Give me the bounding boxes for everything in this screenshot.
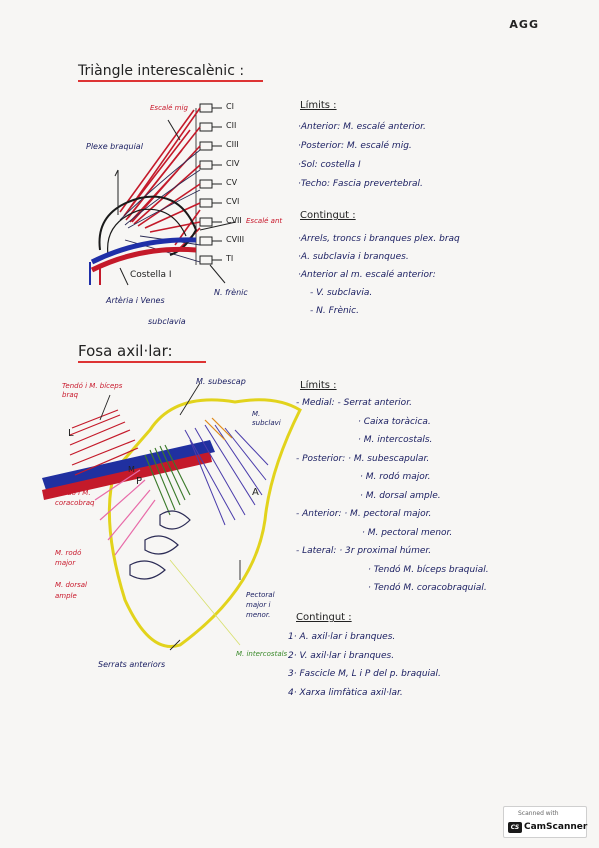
label-rodo-major: M. rodó major	[55, 549, 82, 567]
author-initials: AGG	[509, 18, 539, 31]
content-item: 4· Xarxa limfàtica axil·lar.	[288, 687, 403, 698]
label-subescap: M. subescap	[196, 377, 246, 386]
badge-brand: CamScanner	[524, 822, 588, 832]
content-item: ·Anterior al m. escalé anterior:	[298, 270, 436, 280]
limit-item: - Anterior: · M. pectoral major.	[296, 509, 432, 519]
limit-item: - Lateral: · 3r proximal húmer.	[296, 546, 432, 556]
camscanner-badge: Scanned with CS CamScanner	[503, 806, 587, 838]
content-item: ·A. subclavia i branques.	[298, 252, 409, 262]
label-subclavi: M. subclavi	[252, 410, 281, 427]
content-item: 2· V. axil·lar i branques.	[288, 650, 395, 661]
vertebra-box-3	[199, 141, 213, 151]
limit-item: ·Techo: Fascia prevertebral.	[298, 179, 423, 189]
vertebra-box-1	[199, 103, 213, 113]
limit-item: · Caixa toràcica.	[358, 416, 431, 427]
section1-contingut-heading: Contingut :	[300, 210, 356, 221]
badge-caption: Scanned with	[518, 810, 559, 817]
label-tendo-coracobraq: Tendó i M. coracobraq	[55, 489, 95, 507]
label-cord-m: M	[128, 465, 135, 474]
limit-item: ·Posterior: M. escalé mig.	[298, 141, 412, 151]
vertebra-label: CII	[226, 121, 237, 130]
limit-item: · M. intercostals.	[358, 435, 433, 445]
vertebra-box-8	[199, 236, 213, 246]
label-subclavia: subclavia	[148, 317, 186, 326]
vertebra-label: CVII	[226, 216, 242, 225]
vertebra-label: CVIII	[226, 235, 245, 244]
limit-item: · Tendó M. coracobraquial.	[368, 583, 487, 593]
limit-item: · M. dorsal ample.	[360, 490, 441, 501]
vertebra-box-7	[199, 217, 213, 227]
vertebra-label: CIII	[226, 140, 239, 149]
limit-item: · Tendó M. bíceps braquial.	[368, 564, 489, 575]
limit-item: - Posterior: · M. subescapular.	[296, 453, 430, 464]
label-dorsal-ample: M. dorsal ample	[55, 581, 87, 600]
label-tendo-biceps: Tendó i M. bíceps braq	[62, 382, 123, 399]
label-costella: Costella I	[130, 270, 172, 280]
section2-title: Fosa axil·lar:	[78, 342, 173, 360]
vertebra-label: CI	[226, 102, 234, 111]
content-item: 3· Fascicle M, L i P del p. braquial.	[288, 669, 441, 679]
content-item: - V. subclavia.	[310, 288, 373, 298]
content-item: ·Arrels, troncs i branques plex. braq	[298, 234, 460, 244]
vertebra-box-6	[199, 198, 213, 208]
label-a: A	[252, 487, 259, 498]
limit-item: · M. pectoral menor.	[362, 527, 453, 538]
vertebra-label: TI	[226, 254, 234, 263]
label-escale-ant: Escalé ant	[246, 217, 283, 225]
limit-item: - Medial: - Serrat anterior.	[296, 398, 412, 408]
label-serrats: Serrats anteriors	[98, 660, 166, 669]
limit-item: ·Sol: costella I	[298, 160, 361, 170]
vertebra-label: CVI	[226, 197, 240, 206]
vertebra-box-5	[199, 179, 213, 189]
camscanner-logo-icon: CS	[508, 822, 522, 833]
limit-item: · M. rodó major.	[360, 472, 431, 482]
section2-title-underline	[78, 361, 206, 363]
label-arteria-venes: Artèria i Venes	[106, 296, 165, 305]
vertebra-box-4	[199, 160, 213, 170]
label-nervi-frenic: N. frènic	[214, 288, 248, 297]
vertebra-box-9	[199, 255, 213, 265]
section1-limits-heading: Límits :	[300, 100, 337, 111]
section1-title-underline	[78, 80, 263, 82]
vertebra-label: CV	[226, 178, 238, 187]
label-cord-p: P	[136, 476, 143, 487]
label-pectoral: Pectoral major i menor.	[246, 591, 275, 619]
label-plexe-braquial: Plexe braquial	[86, 142, 143, 151]
axillary-diagram	[42, 382, 302, 651]
section2-contingut-heading: Contingut :	[296, 612, 352, 623]
content-item: 1· A. axil·lar i branques.	[288, 632, 396, 642]
label-escale-mig: Escalé mig	[150, 104, 188, 112]
interscalene-diagram	[89, 103, 237, 286]
section2-limits-heading: Límits :	[300, 380, 337, 391]
label-cord-l: L	[68, 428, 74, 439]
vertebra-label: CIV	[226, 159, 240, 168]
label-intercostals: M. intercostals	[236, 650, 288, 658]
vertebra-box-2	[199, 122, 213, 132]
limit-item: ·Anterior: M. escalé anterior.	[298, 122, 426, 132]
content-item: - N. Frènic.	[310, 306, 359, 316]
section1-title: Triàngle interescalènic :	[78, 63, 245, 79]
